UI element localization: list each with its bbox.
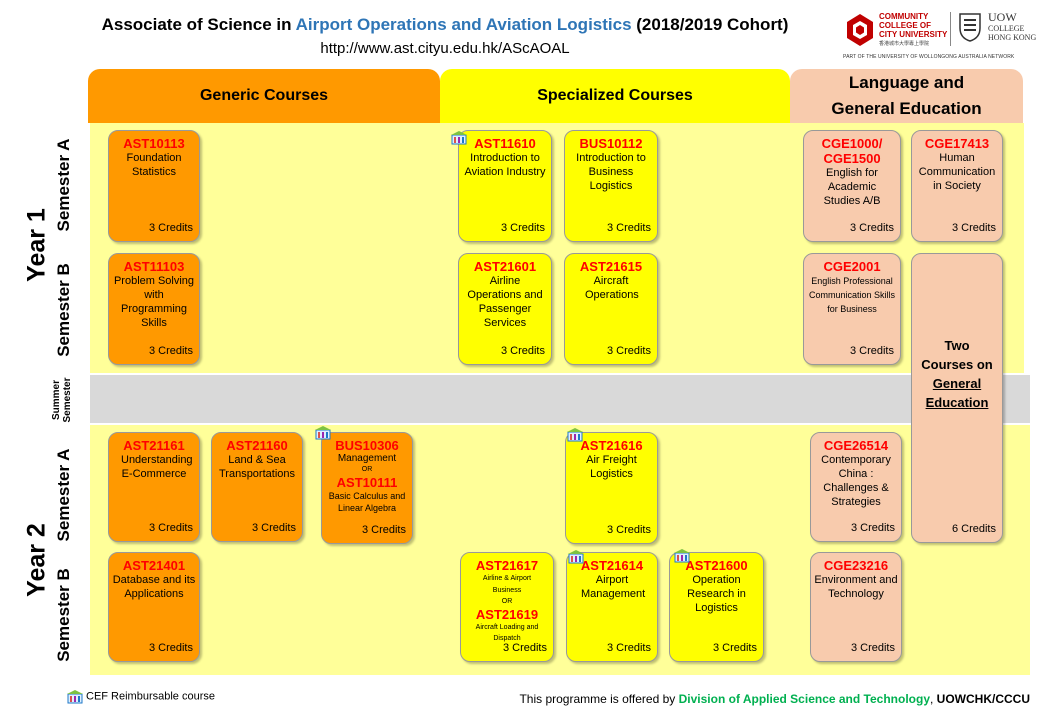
generic-courses-header: Generic Courses (88, 69, 440, 123)
course-cge1000-1500[interactable]: CGE1000/ CGE1500 English for Academic St… (803, 130, 901, 242)
uow-shield-icon (959, 13, 981, 42)
page-title: Associate of Science in Airport Operatio… (101, 15, 789, 34)
course-ast21617-or-ast21619[interactable]: AST21617 Airline & Airport Business OR A… (460, 552, 554, 662)
course-ast21161[interactable]: AST21161 Understanding E-Commerce 3 Cred… (108, 432, 200, 542)
cccu-emblem-icon (847, 14, 873, 46)
year1-label: Year 1 (22, 208, 51, 282)
course-ast21160[interactable]: AST21160 Land & Sea Transportations 3 Cr… (211, 432, 303, 542)
course-ast11103[interactable]: AST11103 Problem Solving with Programmin… (108, 253, 200, 365)
organisation-name: UOWCHK/CCCU (936, 692, 1030, 706)
course-cge23216[interactable]: CGE23216 Environment and Technology 3 Cr… (810, 552, 902, 662)
course-ast10113[interactable]: AST10113 Foundation Statistics 3 Credits (108, 130, 200, 242)
division-name: Division of Applied Science and Technolo… (678, 692, 930, 706)
course-ast21615[interactable]: AST21615 Aircraft Operations 3 Credits (564, 253, 658, 365)
course-bus10112[interactable]: BUS10112 Introduction to Business Logist… (564, 130, 658, 242)
course-ast21616[interactable]: AST21616 Air Freight Logistics 3 Credits (565, 432, 658, 544)
cef-reimbursable-icon (66, 689, 84, 704)
course-cge2001[interactable]: CGE2001 English Professional Communicati… (803, 253, 901, 365)
course-bus10306-or-ast10111[interactable]: BUS10306 Management OR AST10111 Basic Ca… (321, 432, 413, 544)
course-cge17413[interactable]: CGE17413 Human Communication in Society … (911, 130, 1003, 242)
y1-semester-a-label: Semester A (54, 138, 73, 232)
course-ast21600[interactable]: AST21600 Operation Research in Logistics… (669, 552, 764, 662)
cef-legend: CEF Reimbursable course (66, 689, 215, 704)
logo-divider (950, 12, 951, 46)
cef-reimbursable-icon (566, 427, 584, 442)
footer-note: This programme is offered by Division of… (519, 692, 1030, 706)
course-ast21601[interactable]: AST21601 Airline Operations and Passenge… (458, 253, 552, 365)
y2-semester-b-label: Semester B (54, 568, 73, 662)
uow-network-tagline: PART OF THE UNIVERSITY OF WOLLONGONG AUS… (843, 54, 1015, 60)
cef-reimbursable-icon (673, 548, 691, 563)
cef-reimbursable-icon (314, 425, 332, 440)
cef-legend-label: CEF Reimbursable course (86, 690, 215, 703)
course-ast11610[interactable]: AST11610 Introduction to Aviation Indust… (458, 130, 552, 242)
programme-url[interactable]: http://www.ast.cityu.edu.hk/AScAOAL (320, 40, 570, 57)
cef-reimbursable-icon (567, 549, 585, 564)
y2-semester-a-label: Semester A (54, 448, 73, 542)
course-cge26514[interactable]: CGE26514 Contemporary China : Challenges… (810, 432, 902, 542)
ge-two-courses-block[interactable]: Two Courses on General Education 6 Credi… (911, 253, 1003, 543)
course-ast21614[interactable]: AST21614 Airport Management 3 Credits (566, 552, 658, 662)
cef-reimbursable-icon (450, 130, 468, 145)
course-ast21401[interactable]: AST21401 Database and its Applications 3… (108, 552, 200, 662)
summer-band (90, 375, 1030, 423)
year2-label: Year 2 (22, 523, 51, 597)
program-name: Airport Operations and Aviation Logistic… (295, 15, 632, 34)
specialized-courses-header: Specialized Courses (440, 69, 790, 123)
y1-semester-b-label: Semester B (54, 263, 73, 357)
